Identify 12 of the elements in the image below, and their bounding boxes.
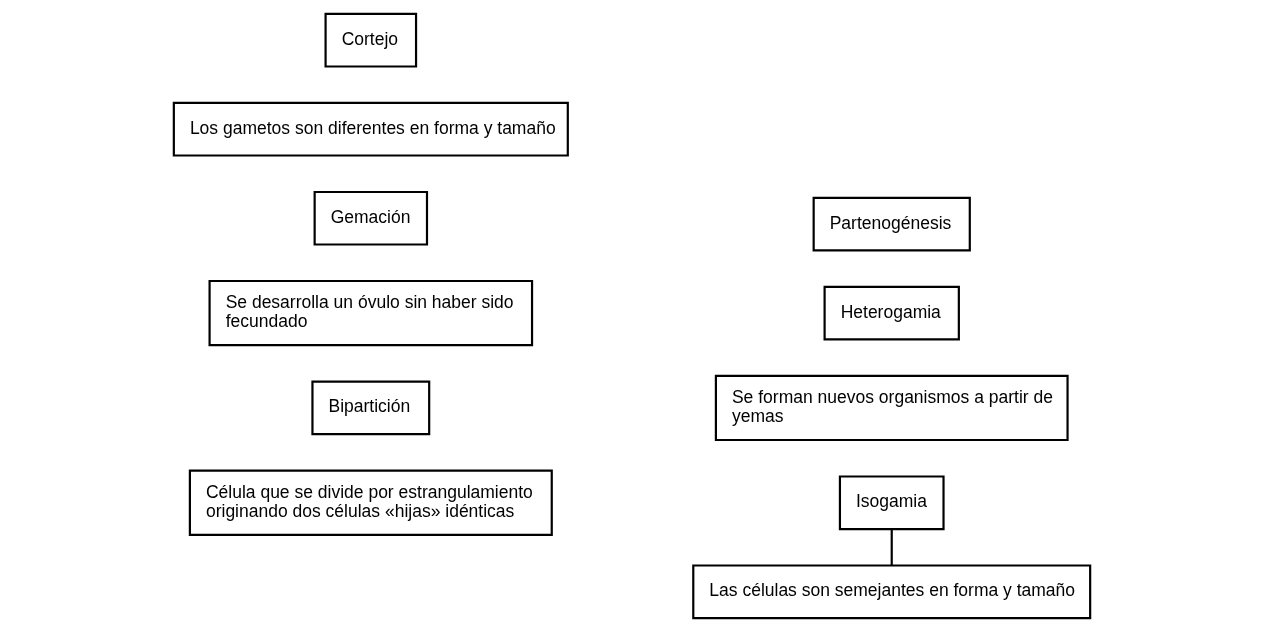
connector — [890, 529, 893, 566]
node-box: Se forman nuevos organismos a partir de yemas — [714, 374, 1069, 442]
node-box: Célula que se divide por estrangulamiento originando dos células «hijas» idénticas — [188, 469, 553, 536]
node-box: Isogamia — [838, 475, 945, 531]
node-box: Heterogamia — [823, 285, 960, 341]
node-box: Los gametos son diferentes en forma y tamaño — [172, 101, 569, 157]
node-box: Partenogénesis — [812, 196, 971, 252]
node-box: Gemación — [313, 190, 429, 246]
node-box: Las células son semejantes en forma y tamaño — [692, 564, 1092, 620]
node-box: Se desarrolla un óvulo sin haber sido fecundado — [208, 279, 534, 347]
node-box: Bipartición — [311, 380, 431, 436]
node-box: Cortejo — [324, 12, 418, 68]
